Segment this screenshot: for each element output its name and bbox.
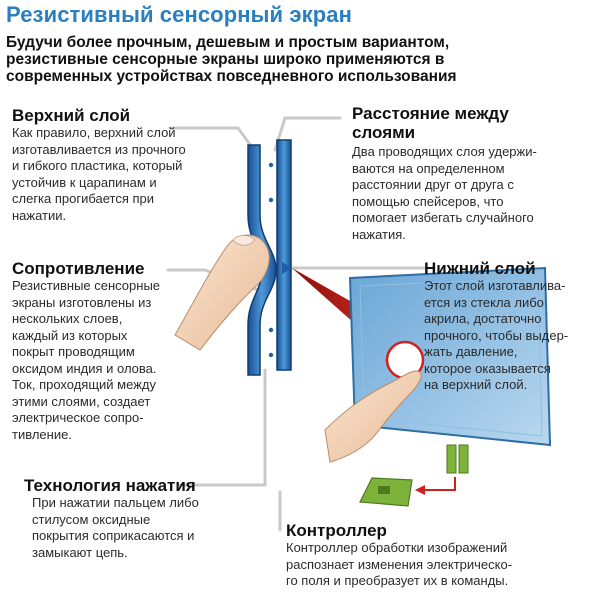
callout-controller: Контроллер Контроллер обработки изображе… [286, 521, 596, 590]
callout-line: каждый из которых [12, 327, 128, 343]
callout-heading: Технология нажатия [24, 476, 196, 495]
callout-heading-line: слоями [352, 123, 416, 142]
callout-line: При нажатии пальцем либо [32, 495, 199, 510]
callout-line: акрила, достаточно [424, 311, 542, 326]
callout-line: нескольких слоев, [12, 311, 123, 326]
callout-line: замыкают цепь. [32, 544, 128, 560]
signal-arrow [425, 477, 456, 491]
callout-body: Этот слой изготавлива- ется из стекла ли… [424, 278, 594, 394]
callout-line: на верхний слой. [424, 377, 528, 392]
callout-line: тивление. [12, 426, 72, 442]
callout-line: Как правило, верхний слой [12, 125, 176, 140]
callout-line: нажатии. [12, 207, 67, 223]
callout-body: Как правило, верхний слой изготавливаетс… [12, 125, 232, 224]
callout-line: ется из стекла либо [424, 294, 544, 310]
callout-press-technology: Технология нажатия При нажатии пальцем л… [24, 476, 254, 561]
contact-arrows-icon [282, 262, 292, 274]
callout-line: Ток, проходящий между [12, 377, 156, 392]
callout-line: го поля и преобразует их в команды. [286, 573, 509, 588]
callout-layer-distance: Расстояние между слоями Два проводящих с… [352, 104, 592, 243]
callout-line: жать давление, [424, 344, 518, 359]
spacers [268, 162, 274, 358]
callout-line: Этот слой изготавлива- [424, 278, 566, 293]
callout-line: расстоянии друг от друга с [352, 177, 514, 192]
callout-line: прочного, чтобы выдер- [424, 327, 569, 343]
callout-heading: Нижний слой [424, 259, 536, 278]
callout-line: оксидом индия и олова. [12, 360, 157, 376]
callout-line: устойчив к царапинам и [12, 174, 157, 190]
callout-body: При нажатии пальцем либо стилусом оксидн… [24, 495, 254, 561]
callout-line: экраны изготовлены из [12, 294, 152, 310]
callout-body: Контроллер обработки изображений распозн… [286, 540, 596, 590]
callout-line: слегка прогибается при [12, 191, 155, 206]
callout-line: покрытия соприкасаются и [32, 528, 195, 543]
leader-lines [166, 116, 427, 532]
callout-line: ваются на определенном [352, 160, 505, 176]
callout-heading: Верхний слой [12, 106, 131, 125]
callout-line: изготавливается из прочного [12, 141, 186, 157]
callout-line: покрыт проводящим [12, 344, 135, 359]
callout-line: помощью спейсеров, что [352, 193, 504, 209]
ribbon-connector [446, 444, 469, 474]
bottom-layer-panel [276, 139, 292, 371]
callout-line: Резистивные сенсорные [12, 278, 161, 293]
callout-line: и гибкого пластика, который [12, 158, 183, 173]
callout-body: Два проводящих слоя удержи- ваются на оп… [352, 144, 592, 243]
subtitle-line: резистивные сенсорные экраны широко прим… [6, 51, 445, 68]
callout-heading: Контроллер [286, 521, 387, 540]
subtitle-line: Будучи более прочным, дешевым и простым … [6, 34, 450, 51]
hand-icon [324, 370, 422, 463]
page-subtitle: Будучи более прочным, дешевым и простым … [6, 34, 596, 85]
callout-line: Контроллер обработки изображений [286, 540, 508, 555]
callout-line: стилусом оксидные [32, 511, 151, 527]
callout-resistance: Сопротивление Резистивные сенсорные экра… [12, 259, 202, 443]
callout-line: Два проводящих слоя удержи- [352, 144, 537, 159]
page-title: Резистивный сенсорный экран [6, 2, 352, 27]
callout-line: электрическое сопро- [12, 410, 144, 425]
callout-bottom-layer: Нижний слой Этот слой изготавлива- ется … [424, 259, 594, 394]
callout-heading: Расстояние между слоями [352, 104, 592, 142]
subtitle-line: современных устройствах повседневного ис… [6, 68, 457, 85]
callout-line: этими слоями, создает [12, 393, 151, 409]
callout-line: распознает изменения электрическо- [286, 556, 513, 572]
finger-icon [174, 234, 270, 351]
callout-heading-line: Расстояние между [352, 104, 509, 123]
callout-top-layer: Верхний слой Как правило, верхний слой и… [12, 106, 232, 224]
callout-heading: Сопротивление [12, 259, 145, 278]
callout-line: помогает избегать случайного [352, 210, 534, 225]
callout-body: Резистивные сенсорные экраны изготовлены… [12, 278, 202, 443]
callout-line: которое оказывается [424, 360, 551, 376]
callout-line: нажатия. [352, 226, 406, 242]
